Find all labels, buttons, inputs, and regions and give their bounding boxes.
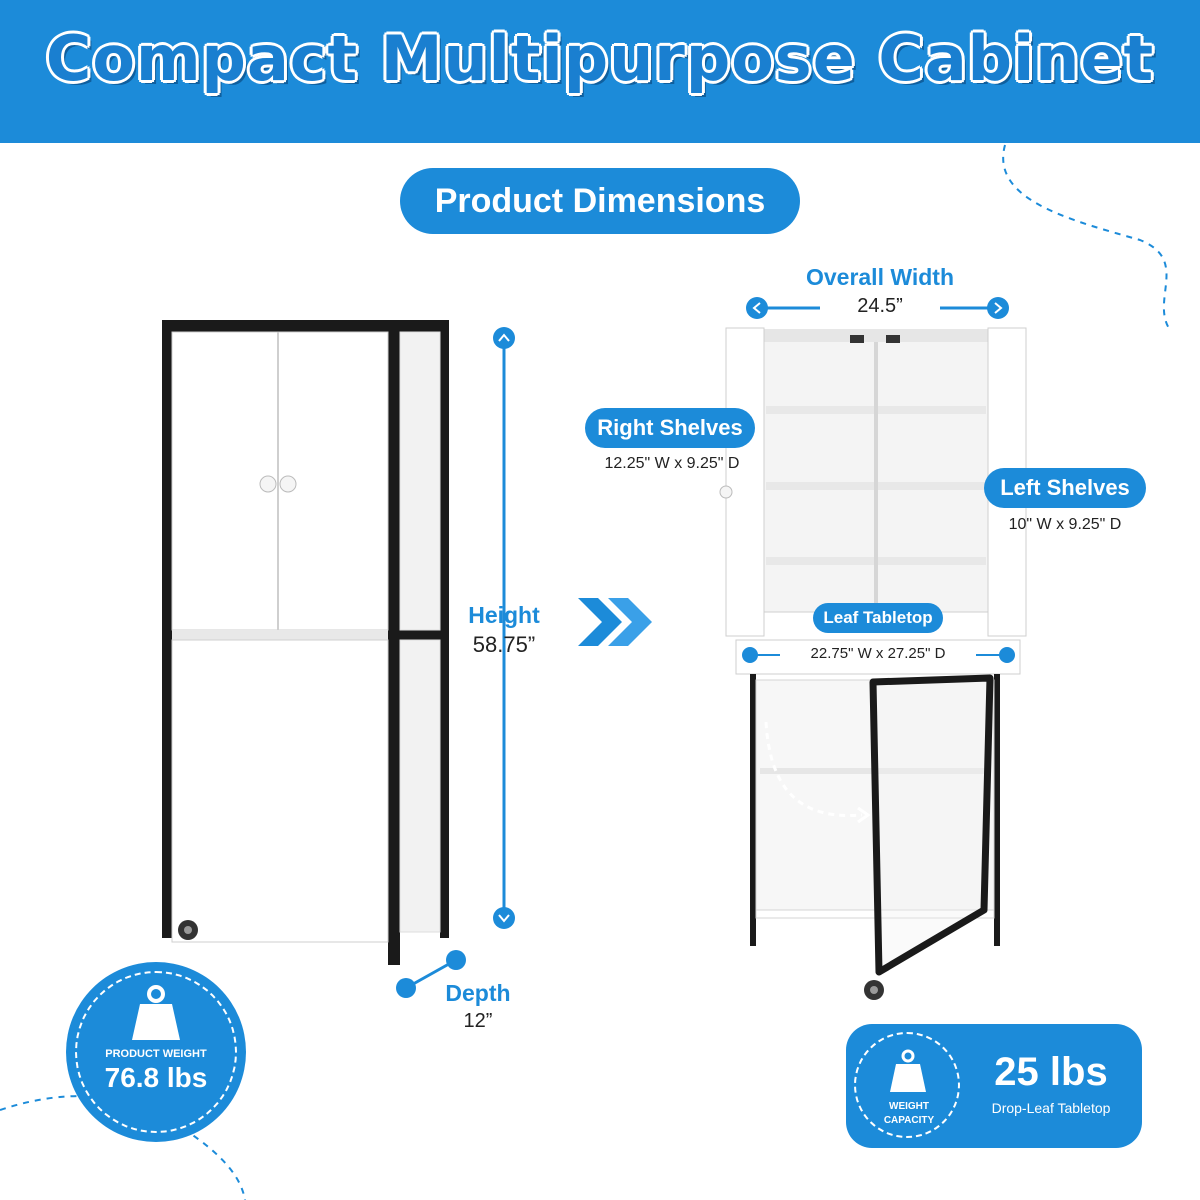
section-title: Product Dimensions	[400, 168, 800, 234]
capacity-label-line2: CAPACITY	[883, 1115, 935, 1126]
closed-cabinet	[162, 320, 449, 965]
open-cabinet	[719, 327, 1027, 1000]
page-title: Compact Multipurpose Cabinet	[45, 22, 1155, 95]
product-weight-value: 76.8 lbs	[104, 1062, 208, 1093]
leaf-tabletop-value: 22.75" W x 27.25" D	[780, 645, 976, 662]
header-banner	[0, 0, 1200, 143]
left-shelves-value: 10" W x 9.25" D	[1008, 516, 1122, 533]
left-shelves-label: Left Shelves	[984, 468, 1146, 508]
weight-icon	[890, 1049, 926, 1092]
height-arrow	[493, 327, 515, 929]
product-weight-badge: PRODUCT WEIGHT 76.8 lbs	[66, 962, 246, 1142]
product-weight-label: PRODUCT WEIGHT	[105, 1048, 207, 1060]
capacity-subtitle: Drop-Leaf Tabletop	[991, 1100, 1111, 1116]
chevron-right-icon	[578, 598, 652, 646]
capacity-label-line1: WEIGHT	[889, 1101, 929, 1112]
right-shelves-value: 12.25" W x 9.25" D	[604, 455, 740, 472]
depth-arrow	[396, 950, 466, 998]
height-label: Height	[468, 602, 540, 628]
decorative-dashed-curve-top	[1002, 144, 1171, 331]
depth-label: Depth	[445, 980, 511, 1006]
height-value: 58.75”	[472, 632, 536, 657]
overall-width-label: Overall Width	[805, 264, 955, 290]
capacity-value: 25 lbs	[994, 1050, 1108, 1094]
weight-capacity-badge: WEIGHT CAPACITY 25 lbs Drop-Leaf Tableto…	[846, 1024, 1142, 1148]
depth-value: 12”	[463, 1010, 493, 1032]
overall-width-value: 24.5”	[820, 295, 940, 318]
right-shelves-label: Right Shelves	[585, 408, 755, 448]
leaf-tabletop-label: Leaf Tabletop	[813, 603, 943, 633]
weight-icon	[132, 985, 180, 1040]
